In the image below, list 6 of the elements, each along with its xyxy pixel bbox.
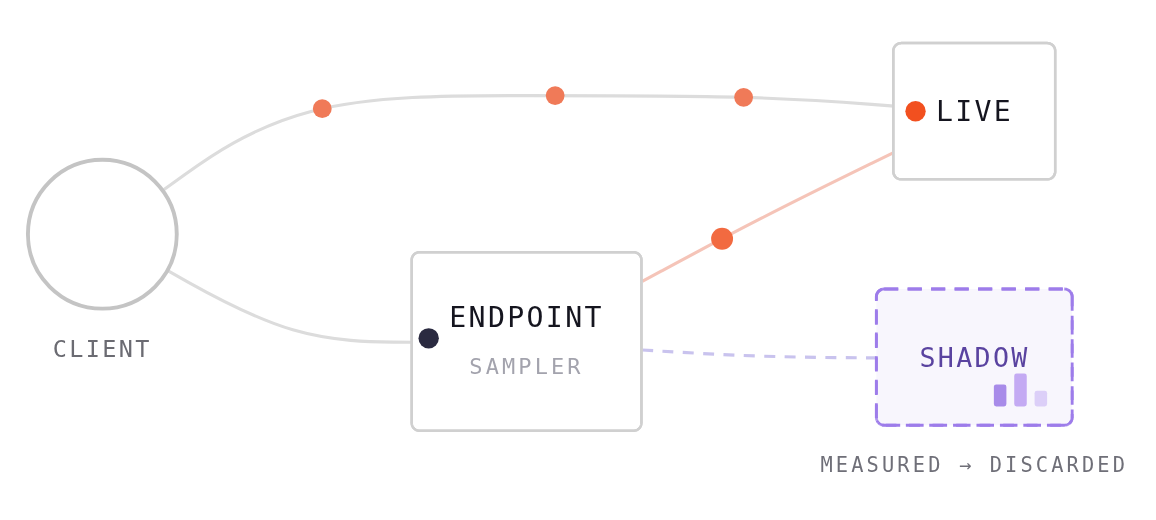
node-label: LIVE	[935, 94, 1014, 127]
node-label: ENDPOINT	[449, 300, 604, 334]
node-sublabel: SAMPLER	[469, 354, 584, 380]
node-label: CLIENT	[52, 335, 152, 364]
node-label: SHADOW	[919, 341, 1030, 373]
caption-text: MEASURED → DISCARDED	[820, 453, 1129, 478]
